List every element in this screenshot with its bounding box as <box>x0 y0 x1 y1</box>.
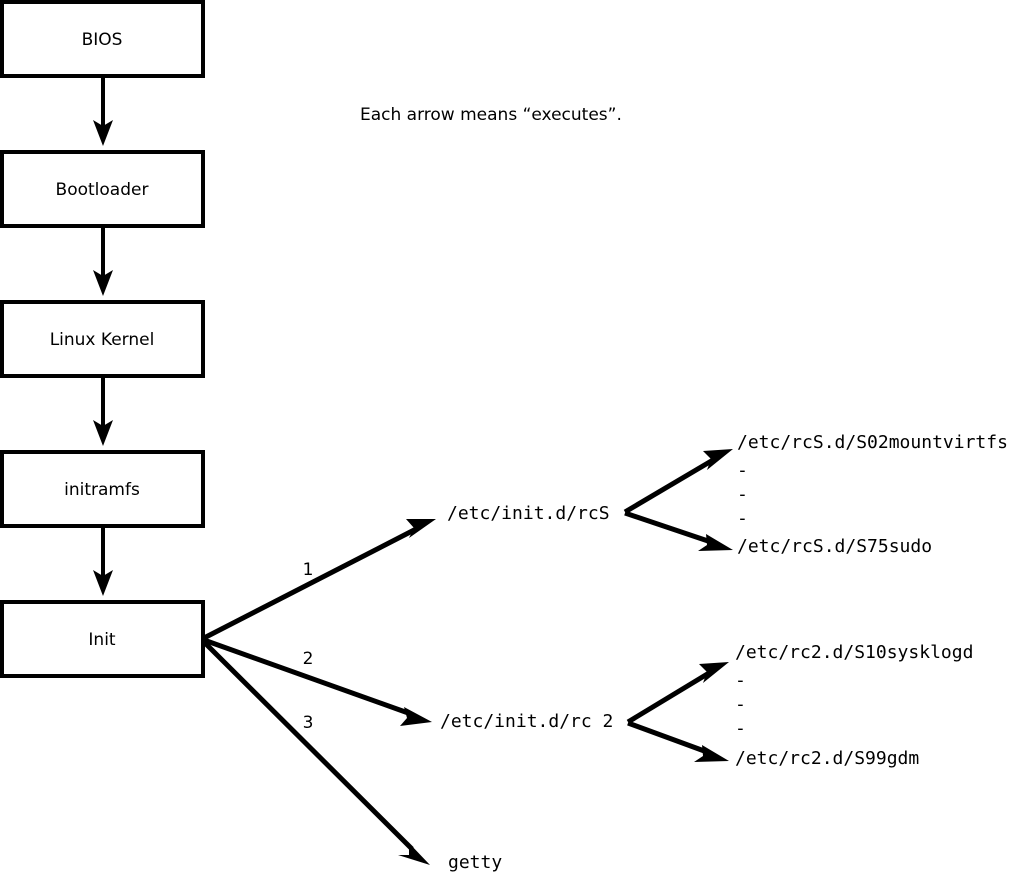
node-label-rc2-d-last[interactable]: /etc/rc2.d/S99gdm <box>735 748 919 769</box>
arrow-initramfs-to-init <box>93 526 113 596</box>
stage-box-initramfs[interactable]: initramfs <box>0 450 205 528</box>
stage-box-bios[interactable]: BIOS <box>0 0 205 78</box>
arrow-rc2-to-first-child <box>626 662 729 725</box>
arrow-bios-to-bootloader <box>93 76 113 146</box>
edge-label-1: 1 <box>303 560 314 580</box>
stage-box-bios-label: BIOS <box>82 30 123 50</box>
stage-box-init-label: Init <box>88 630 116 650</box>
node-label-rcs-d-first[interactable]: /etc/rcS.d/S02mountvirtfs <box>737 432 1008 453</box>
arrow-linux-kernel-to-initramfs <box>93 376 113 446</box>
diagram-note: Each arrow means “executes”. <box>360 105 622 125</box>
arrow-rc2-to-last-child <box>627 720 729 762</box>
arrow-rcs-to-first-child <box>623 449 733 515</box>
edge-label-2: 2 <box>303 649 314 669</box>
node-label-init-d-rc2[interactable]: /etc/init.d/rc 2 <box>440 711 613 732</box>
arrow-init-branch-2 <box>203 637 432 726</box>
edge-label-3: 3 <box>303 713 314 733</box>
rc2-ellipsis-dash-3: - <box>735 718 746 739</box>
node-label-rc2-d-first[interactable]: /etc/rc2.d/S10sysklogd <box>735 642 973 663</box>
stage-box-linux-kernel-label: Linux Kernel <box>50 330 155 350</box>
stage-box-bootloader-label: Bootloader <box>56 180 149 200</box>
stage-box-bootloader[interactable]: Bootloader <box>0 150 205 228</box>
node-label-getty[interactable]: getty <box>448 852 502 873</box>
stage-box-init[interactable]: Init <box>0 600 205 678</box>
rc2-ellipsis-dash-2: - <box>735 694 746 715</box>
node-label-init-d-rcs[interactable]: /etc/init.d/rcS <box>447 503 610 524</box>
stage-box-linux-kernel[interactable]: Linux Kernel <box>0 300 205 378</box>
rcs-ellipsis-dash-1: - <box>737 460 748 481</box>
arrow-init-branch-3 <box>202 640 430 865</box>
rc2-ellipsis-dash-1: - <box>735 670 746 691</box>
node-label-rcs-d-last[interactable]: /etc/rcS.d/S75sudo <box>737 536 932 557</box>
arrow-init-branch-1 <box>202 519 436 641</box>
arrow-bootloader-to-linux-kernel <box>93 226 113 296</box>
rcs-ellipsis-dash-3: - <box>737 508 748 529</box>
arrow-rcs-to-last-child <box>624 510 733 551</box>
rcs-ellipsis-dash-2: - <box>737 484 748 505</box>
stage-box-initramfs-label: initramfs <box>64 480 140 500</box>
